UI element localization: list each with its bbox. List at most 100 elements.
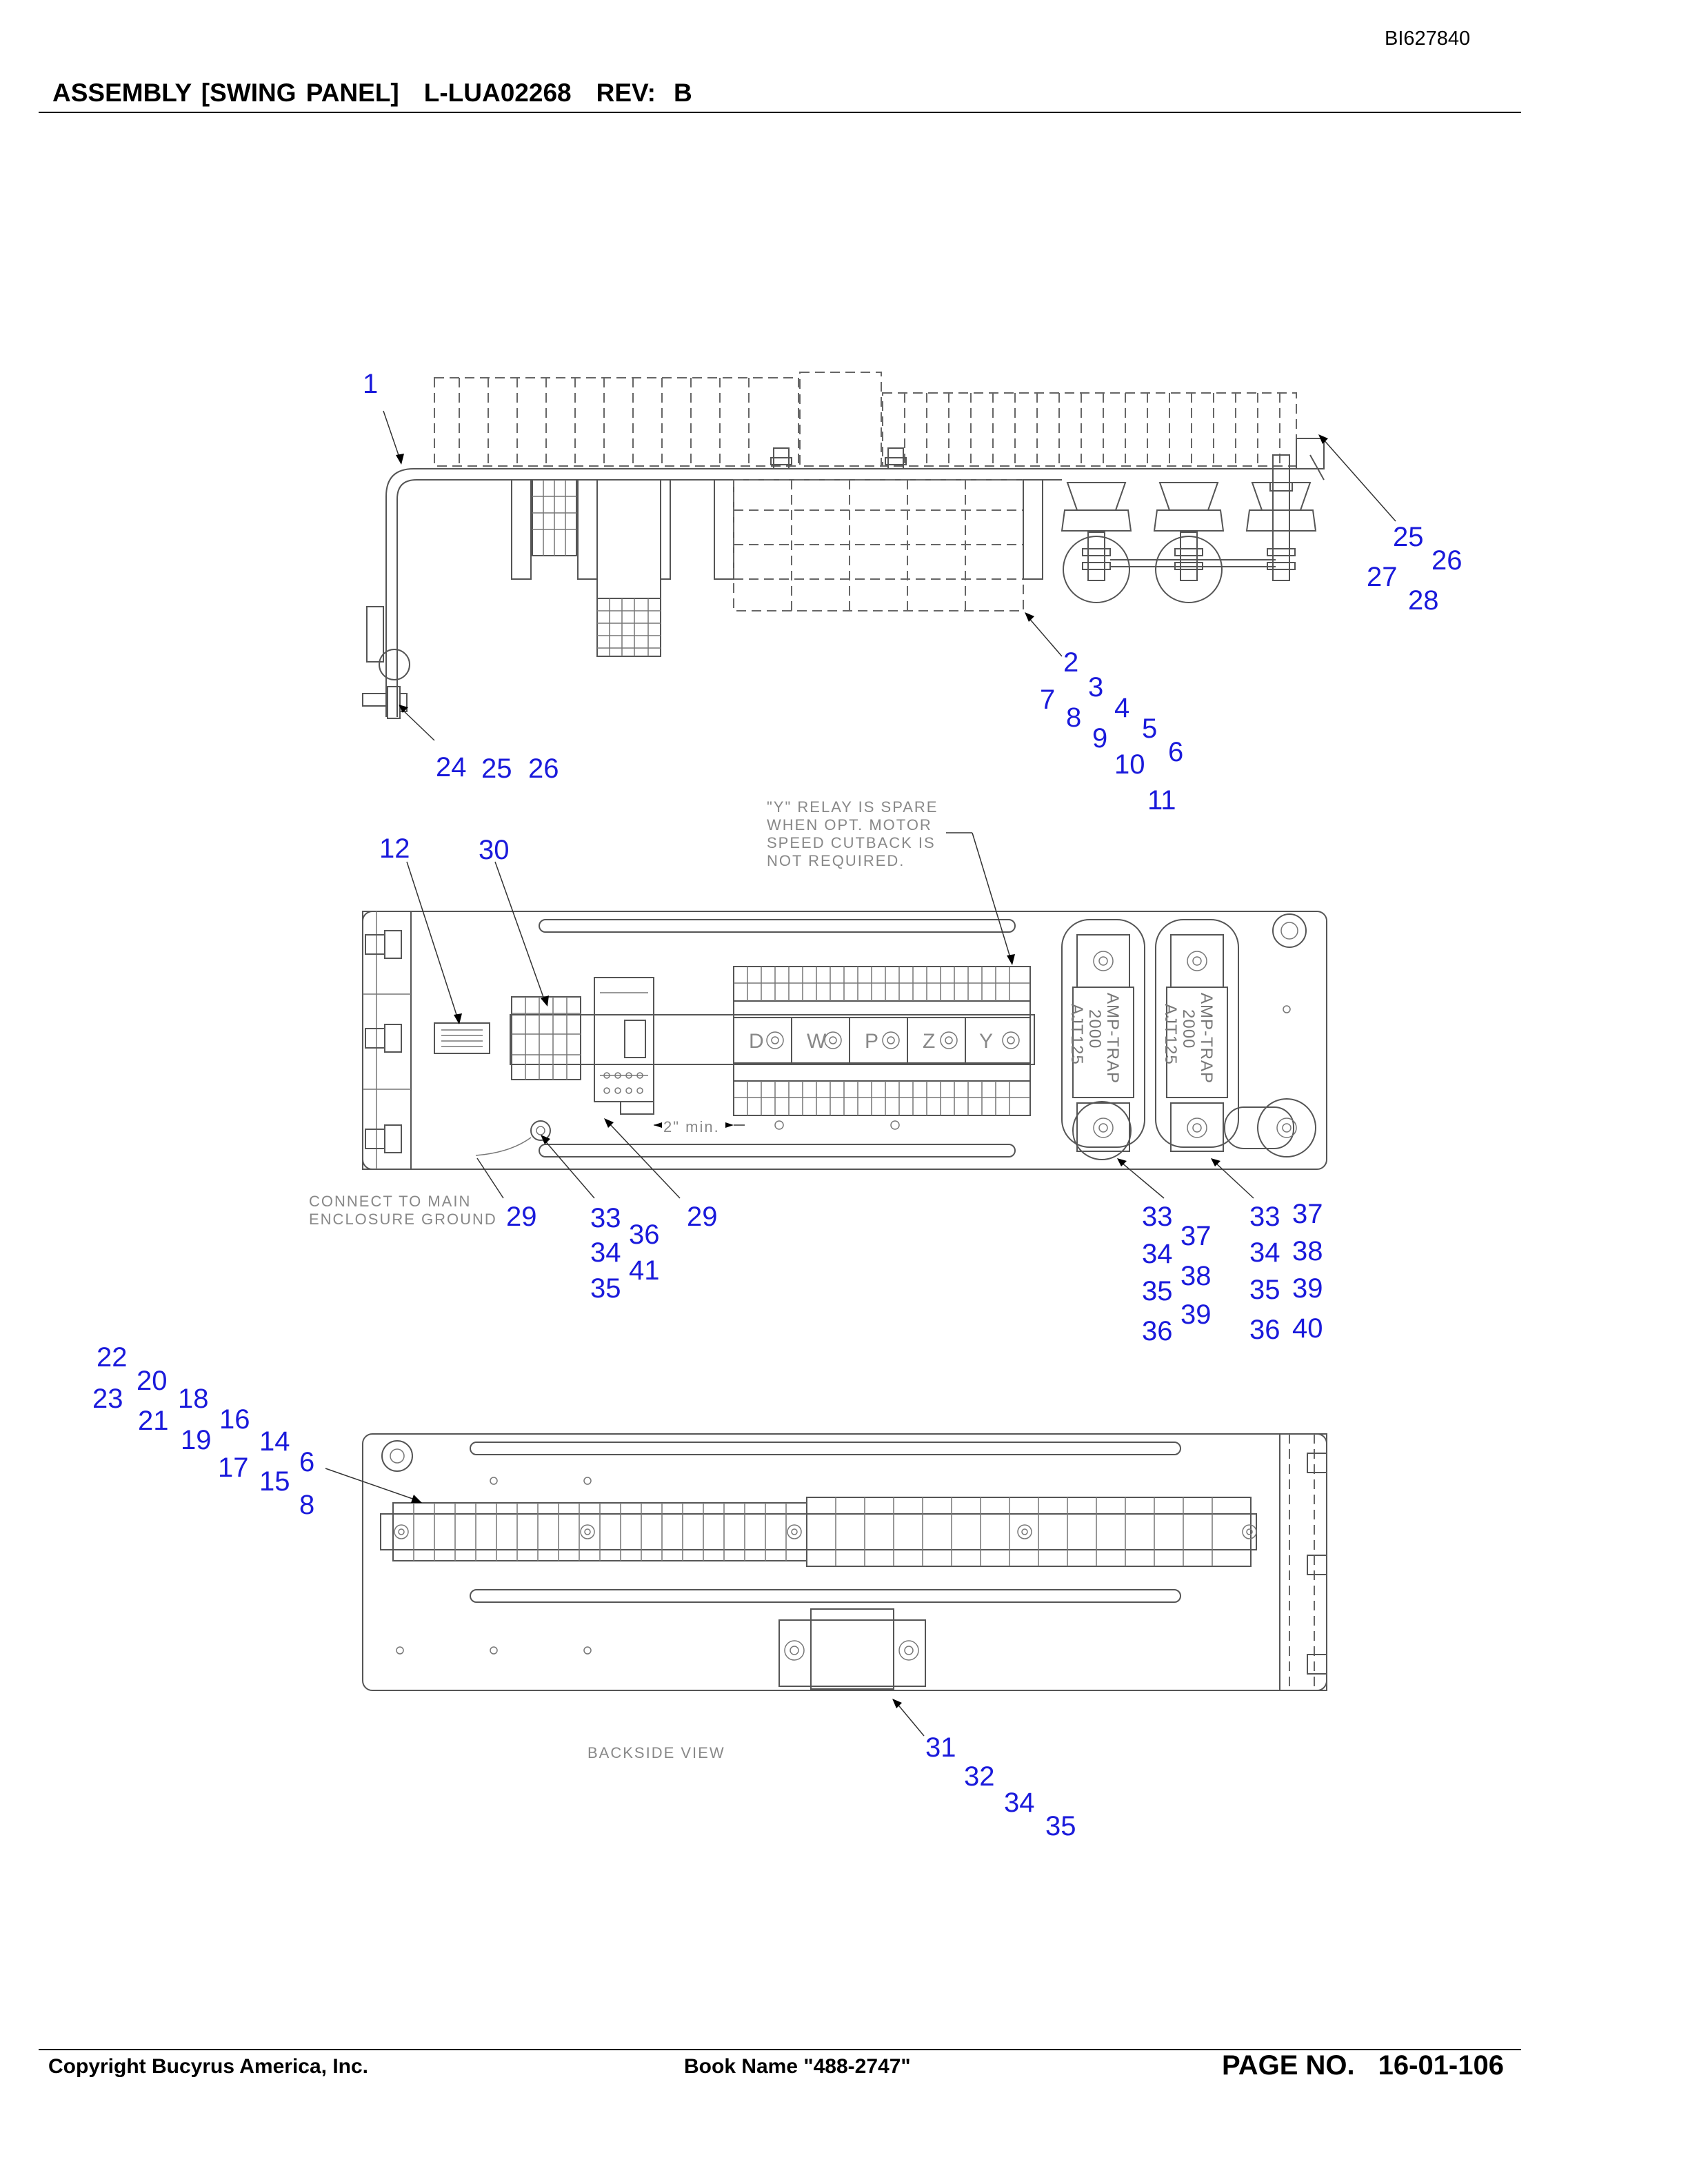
callout-20: 20 xyxy=(137,1366,168,1396)
front-view: D W P Z Y AMP-TRAP 2000 AJT125 xyxy=(362,911,1327,1170)
callout-29: 29 xyxy=(687,1202,718,1232)
callout-30: 30 xyxy=(479,835,510,865)
callout-33: 33 xyxy=(1249,1202,1280,1232)
callout-19: 19 xyxy=(181,1425,212,1455)
callout-8: 8 xyxy=(299,1490,314,1520)
fuse-insulators-side xyxy=(1061,454,1317,603)
callout-24: 24 xyxy=(436,752,467,782)
relay-z-label: Z xyxy=(923,1030,935,1053)
callout-22: 22 xyxy=(97,1342,128,1373)
callout-39: 39 xyxy=(1292,1273,1323,1304)
callout-39: 39 xyxy=(1180,1300,1212,1330)
callout-16: 16 xyxy=(219,1404,250,1435)
callout-numbers: 1 25 26 27 28 2 3 7 4 8 5 9 6 10 11 24 2… xyxy=(92,369,1463,1841)
y-relay-note-line4: NOT REQUIRED. xyxy=(767,852,905,869)
callout-38: 38 xyxy=(1292,1236,1323,1266)
callout-34: 34 xyxy=(1249,1237,1280,1268)
relay-p-label: P xyxy=(865,1030,878,1053)
callout-11: 11 xyxy=(1147,785,1176,816)
callout-4: 4 xyxy=(1114,693,1129,723)
callout-35: 35 xyxy=(1142,1276,1173,1306)
ground-note-line2: ENCLOSURE GROUND xyxy=(309,1211,497,1228)
document-id: BI627840 xyxy=(1385,28,1471,50)
page-number: PAGE NO. 16-01-106 xyxy=(1222,2050,1504,2081)
revision-value: B xyxy=(673,79,692,107)
footer-rule xyxy=(39,2049,1521,2050)
callout-8: 8 xyxy=(1066,702,1081,733)
callout-26: 26 xyxy=(528,754,559,784)
callout-36: 36 xyxy=(629,1220,660,1250)
min-spacing-note: 2" min. xyxy=(663,1118,720,1135)
callout-6: 6 xyxy=(299,1447,314,1477)
callout-35: 35 xyxy=(590,1273,621,1304)
callout-21: 21 xyxy=(138,1406,169,1436)
callout-38: 38 xyxy=(1180,1261,1212,1291)
contactor xyxy=(594,977,654,1115)
assembly-name: ASSEMBLY [SWING PANEL] xyxy=(52,79,399,107)
callout-25: 25 xyxy=(481,754,512,784)
fuse-right-line1: AMP-TRAP xyxy=(1197,993,1216,1084)
relay-bank: D W P Z Y xyxy=(733,966,1031,1116)
callout-14: 14 xyxy=(259,1426,290,1457)
fuse-right-line3: AJT125 xyxy=(1161,1004,1180,1065)
ground-note-line1: CONNECT TO MAIN xyxy=(309,1193,471,1210)
callout-18: 18 xyxy=(178,1384,209,1414)
y-relay-note-line2: WHEN OPT. MOTOR xyxy=(767,816,932,833)
callout-10: 10 xyxy=(1114,749,1145,780)
callout-33: 33 xyxy=(1142,1202,1173,1232)
callout-35: 35 xyxy=(1045,1811,1076,1841)
callout-31: 31 xyxy=(925,1732,956,1763)
callout-33: 33 xyxy=(590,1203,621,1233)
callout-34: 34 xyxy=(590,1237,621,1268)
y-relay-note-line1: "Y" RELAY IS SPARE xyxy=(767,798,938,816)
side-view xyxy=(362,372,1325,719)
callout-7: 7 xyxy=(1040,685,1055,715)
callout-27: 27 xyxy=(1367,562,1398,592)
callout-41: 41 xyxy=(629,1255,660,1286)
callout-3: 3 xyxy=(1088,672,1103,702)
callout-36: 36 xyxy=(1142,1316,1173,1346)
callout-6: 6 xyxy=(1168,737,1183,767)
callout-37: 37 xyxy=(1180,1221,1212,1251)
callout-2: 2 xyxy=(1063,647,1078,678)
callout-5: 5 xyxy=(1142,714,1157,744)
fuse-left-line3: AJT125 xyxy=(1067,1004,1086,1065)
callout-17: 17 xyxy=(218,1453,249,1483)
callout-34: 34 xyxy=(1004,1788,1035,1818)
callout-40: 40 xyxy=(1292,1313,1323,1344)
callout-25: 25 xyxy=(1393,522,1424,552)
relay-w-label: W xyxy=(807,1030,827,1053)
callout-32: 32 xyxy=(964,1761,995,1792)
fuse-right-line2: 2000 xyxy=(1179,1009,1198,1049)
notes: "Y" RELAY IS SPARE WHEN OPT. MOTOR SPEED… xyxy=(309,798,938,1228)
callout-29: 29 xyxy=(506,1202,537,1232)
callout-9: 9 xyxy=(1092,723,1107,754)
callout-35: 35 xyxy=(1249,1275,1280,1305)
fuse-left-line2: 2000 xyxy=(1085,1009,1104,1049)
callout-23: 23 xyxy=(92,1384,123,1414)
page-number-label: PAGE NO. xyxy=(1222,2050,1355,2081)
page-title: ASSEMBLY [SWING PANEL] L-LUA02268 REV: B xyxy=(52,79,717,108)
page-number-value: 16-01-106 xyxy=(1378,2050,1504,2081)
relay-d-label: D xyxy=(749,1030,764,1053)
copyright-notice: Copyright Bucyrus America, Inc. xyxy=(48,2055,369,2078)
callout-37: 37 xyxy=(1292,1199,1323,1229)
y-relay-note-line3: SPEED CUTBACK IS xyxy=(767,834,936,851)
part-number: L-LUA02268 xyxy=(423,79,572,107)
callout-26: 26 xyxy=(1431,545,1463,576)
callout-1: 1 xyxy=(363,369,378,399)
fuse-left-line1: AMP-TRAP xyxy=(1103,993,1122,1084)
relay-y-label: Y xyxy=(979,1030,993,1053)
terminal-strip-small xyxy=(511,996,581,1080)
backside-view-label: BACKSIDE VIEW xyxy=(587,1744,725,1761)
backside-bracket xyxy=(778,1608,926,1690)
terminal-blocks-hidden xyxy=(434,372,1297,467)
callout-12: 12 xyxy=(379,833,410,864)
fuse-right: AMP-TRAP 2000 AJT125 xyxy=(1155,919,1239,1152)
backside-view: BACKSIDE VIEW xyxy=(362,1433,1327,1761)
book-name: Book Name "488-2747" xyxy=(684,2055,911,2078)
header-rule xyxy=(39,112,1521,113)
backside-terminal-strip xyxy=(380,1497,1257,1567)
revision-label: REV: xyxy=(596,79,656,107)
